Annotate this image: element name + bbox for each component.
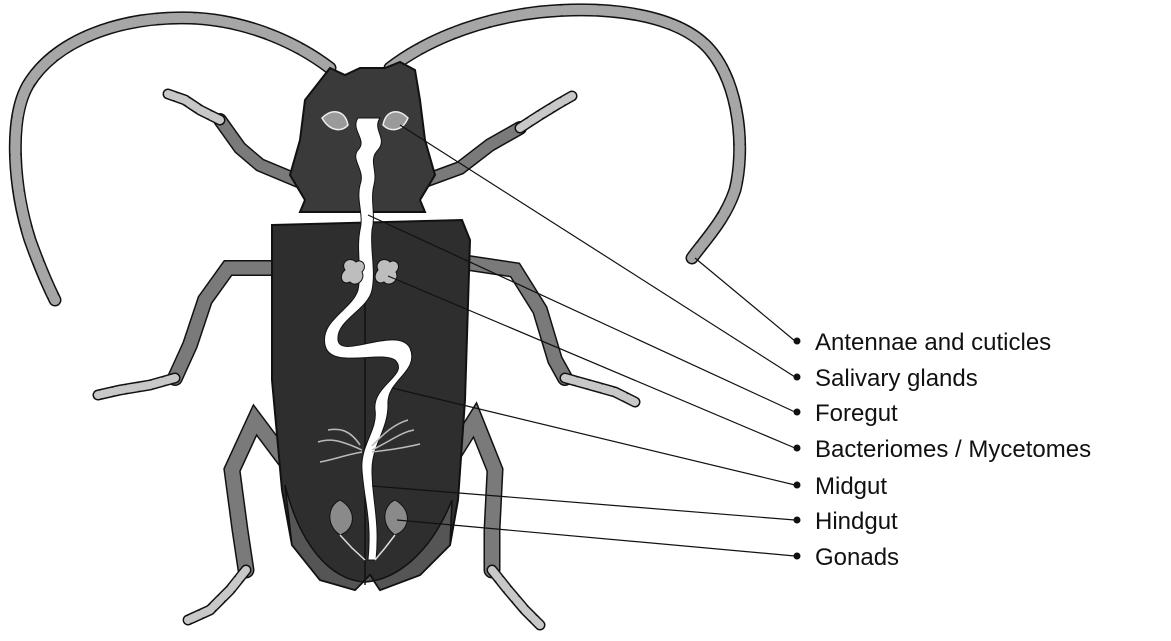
leader-gonads xyxy=(397,520,795,556)
label-salivary-glands: Salivary glands xyxy=(815,365,978,392)
label-midgut: Midgut xyxy=(815,473,887,500)
label-hindgut: Hindgut xyxy=(815,508,898,535)
labels: Antennae and cuticles Salivary glands Fo… xyxy=(815,329,1091,571)
label-antennae-and-cuticles: Antennae and cuticles xyxy=(815,329,1051,356)
label-foregut: Foregut xyxy=(815,400,898,427)
bacteriome-left xyxy=(341,260,364,285)
label-bacteriomes-mycetomes: Bacteriomes / Mycetomes xyxy=(815,436,1091,463)
bacteriome-right xyxy=(375,260,398,285)
leader-antennae xyxy=(695,258,795,341)
bullets xyxy=(794,338,801,560)
label-gonads: Gonads xyxy=(815,544,899,571)
